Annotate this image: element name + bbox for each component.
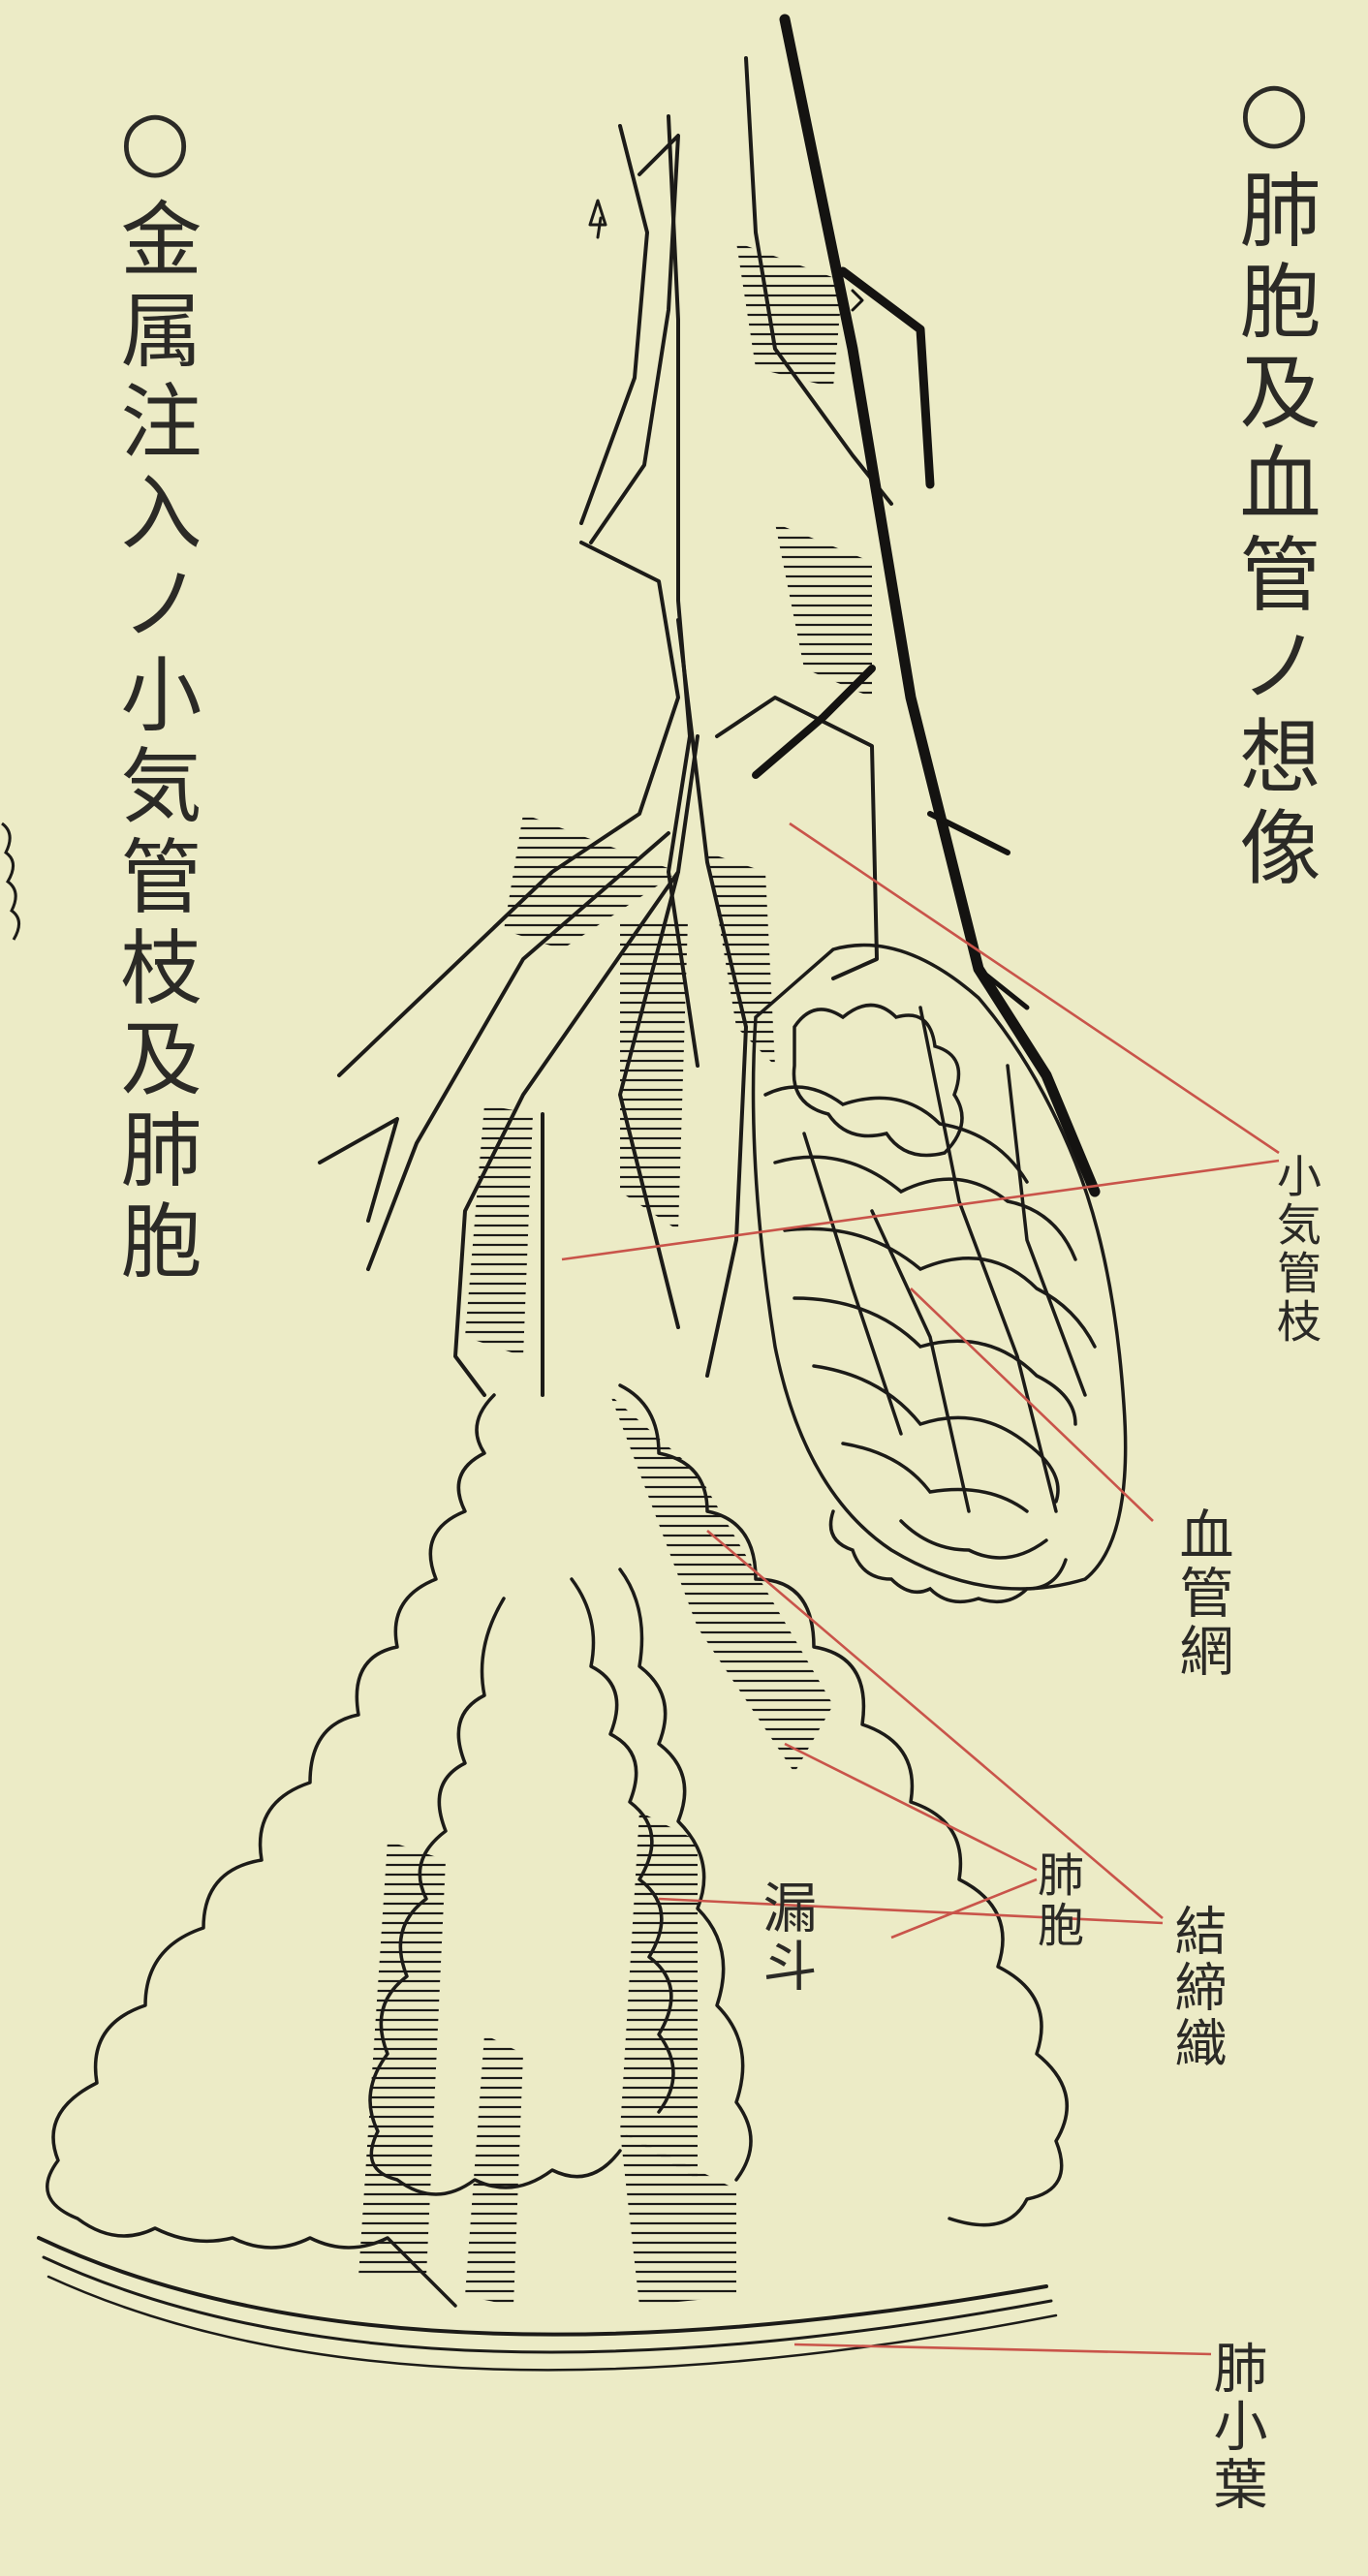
label-lobule: 肺小葉 bbox=[1197, 2340, 1275, 2514]
left-heading: ○金属注入ノ小気管枝及肺胞 bbox=[97, 92, 214, 1289]
alveolar-sac-upper bbox=[754, 946, 1126, 1602]
label-capillary-net: 血管網 bbox=[1163, 1506, 1241, 1681]
label-bronchiole: 小気管枝 bbox=[1264, 1153, 1328, 1347]
label-connective-tissue: 結締織 bbox=[1158, 1904, 1234, 2072]
label-alveolus: 肺胞 bbox=[1022, 1850, 1090, 1951]
hatching bbox=[358, 242, 872, 2306]
right-heading: ○肺胞及血管ノ想像 bbox=[1216, 63, 1333, 896]
bronchial-tree bbox=[320, 58, 891, 1395]
label-funnel: 漏斗 bbox=[746, 1879, 824, 1996]
margin-stamp-fragment bbox=[0, 814, 21, 978]
